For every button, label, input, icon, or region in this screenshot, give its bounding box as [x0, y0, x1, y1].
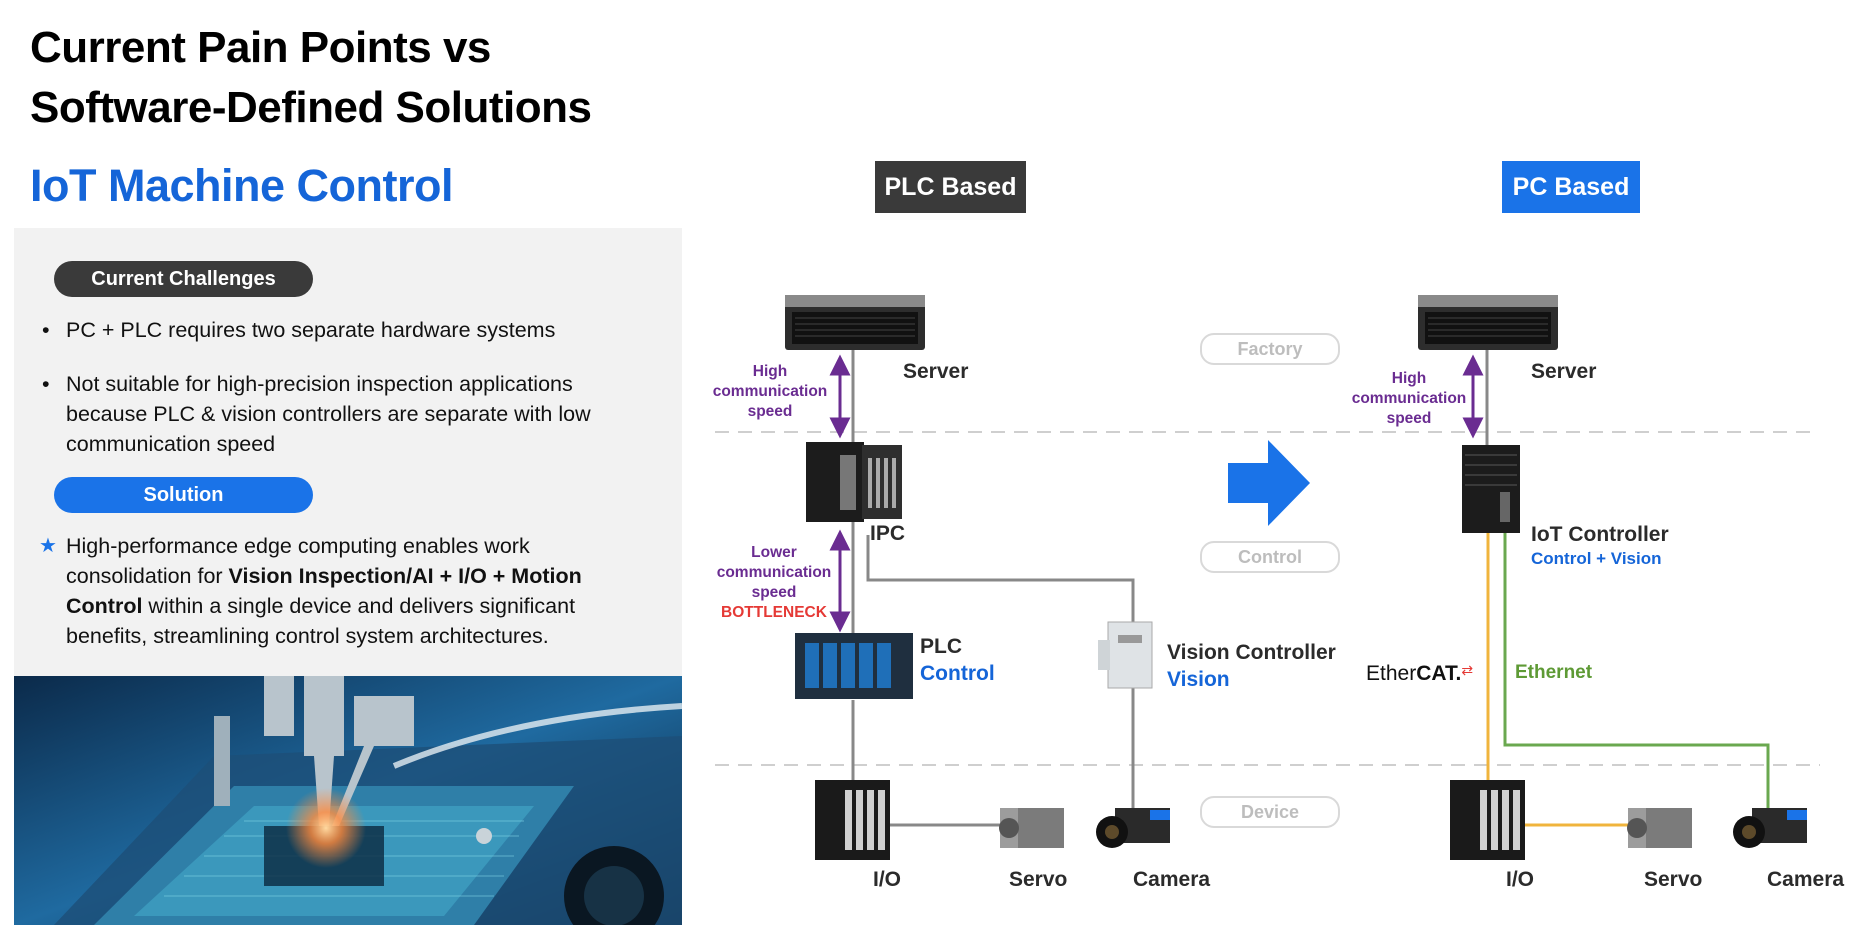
servo-motor-plc-icon	[999, 808, 1064, 848]
plc-server-label: Server	[903, 360, 969, 383]
pc-high-line1: High	[1391, 370, 1427, 387]
zone-device: Device	[1200, 796, 1340, 828]
challenge-bullet-1-text: PC + PLC requires two separate hardware …	[66, 318, 556, 342]
plc-io-label: I/O	[873, 868, 902, 891]
server-pc-icon	[1418, 295, 1558, 350]
plc-lower-line1: Lower	[751, 544, 797, 561]
vision-controller-label: Vision Controller	[1167, 641, 1336, 664]
vision-controller-icon	[1098, 621, 1153, 689]
solution-bullet: ★ High-performance edge computing enable…	[39, 531, 626, 651]
camera-pc-icon	[1733, 808, 1807, 848]
vision-role-label: Vision	[1167, 668, 1230, 691]
section-subtitle: IoT Machine Control	[30, 160, 454, 211]
plc-camera-label: Camera	[1133, 868, 1211, 891]
iot-controller-icon	[1462, 445, 1520, 533]
ethernet-line	[1503, 530, 1770, 810]
iot-role-label: Control + Vision	[1531, 549, 1662, 568]
plc-label: PLC	[920, 635, 962, 658]
ethercat-arrow-icon: ⇄	[1461, 662, 1474, 678]
bottleneck-label: BOTTLENECK	[721, 604, 827, 621]
plc-role-label: Control	[920, 662, 995, 685]
ethercat-logo-a: Ether	[1366, 662, 1417, 685]
io-module-plc-icon	[815, 780, 890, 860]
ethercat-logo: EtherCAT.⇄	[1366, 662, 1473, 686]
challenge-bullet-1: • PC + PLC requires two separate hardwar…	[42, 315, 626, 345]
bullet-dot-icon: •	[42, 372, 50, 396]
pc-high-speed-label: High communication speed	[1350, 369, 1468, 429]
transition-arrow-icon	[1228, 440, 1310, 526]
solution-pill: Solution	[54, 477, 313, 513]
current-challenges-pill: Current Challenges	[54, 261, 313, 297]
solution-text-bold: Vision Inspection/AI + I/O + Motion Cont…	[66, 564, 582, 618]
ipc-label: IPC	[870, 522, 906, 545]
plc-lower-speed-label: Lower communication speed BOTTLENECK	[711, 543, 837, 623]
slide-title-line2: Software-Defined Solutions	[30, 83, 592, 132]
zone-factory: Factory	[1200, 333, 1340, 365]
pc-server-label: Server	[1531, 360, 1597, 383]
pc-servo-label: Servo	[1644, 868, 1703, 891]
plc-high-speed-label: High communication speed	[711, 362, 829, 422]
star-icon: ★	[39, 535, 57, 557]
plc-lower-line3: speed	[751, 584, 797, 601]
servo-motor-pc-icon	[1627, 808, 1692, 848]
io-module-pc-icon	[1450, 780, 1525, 860]
slide-title: Current Pain Points vs Software-Defined …	[30, 18, 592, 138]
challenges-panel: Current Challenges • PC + PLC requires t…	[14, 228, 682, 676]
plc-high-line1: High	[752, 363, 788, 380]
plc-servo-label: Servo	[1009, 868, 1068, 891]
iot-controller-label: IoT Controller	[1531, 523, 1669, 546]
pc-based-header: PC Based	[1502, 161, 1640, 213]
bullet-dot-icon: •	[42, 318, 50, 342]
pc-io-label: I/O	[1506, 868, 1535, 891]
pc-camera-label: Camera	[1767, 868, 1845, 891]
ethernet-label: Ethernet	[1515, 662, 1593, 683]
challenge-bullet-2-text: Not suitable for high-precision inspecti…	[66, 372, 591, 456]
plc-high-line2: communication	[712, 383, 828, 400]
ipc-icon	[806, 442, 902, 522]
server-plc-icon	[785, 295, 925, 350]
challenge-bullet-2: • Not suitable for high-precision inspec…	[42, 369, 626, 459]
solution-text-a: High-performance edge computing enables …	[66, 534, 530, 588]
zone-control: Control	[1200, 541, 1340, 573]
plc-high-line3: speed	[747, 403, 793, 420]
camera-plc-icon	[1096, 808, 1170, 848]
plc-device-icon	[795, 633, 913, 699]
solution-text-b: within a single device and delivers sign…	[66, 594, 576, 648]
circuit-board-photo	[14, 676, 682, 925]
pc-high-line3: speed	[1386, 410, 1432, 427]
pc-high-line2: communication	[1351, 390, 1467, 407]
plc-lower-line2: communication	[716, 564, 832, 581]
plc-based-header: PLC Based	[875, 161, 1026, 213]
ethercat-logo-b: CAT.	[1416, 662, 1462, 685]
slide-title-line1: Current Pain Points vs	[30, 23, 491, 72]
